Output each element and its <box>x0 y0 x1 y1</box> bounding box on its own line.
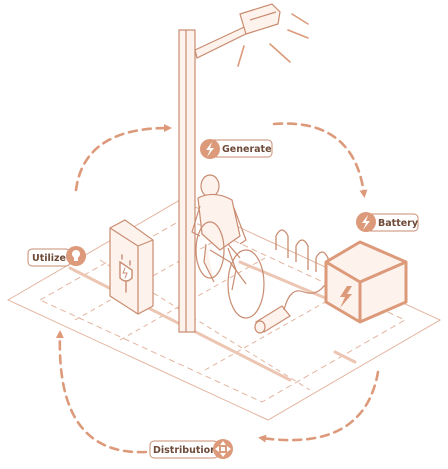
generate-label: Generate <box>200 139 273 159</box>
street-lamp <box>178 3 281 333</box>
distribution-label-text: Distribution <box>153 445 217 456</box>
distribution-label: Distribution <box>149 439 233 459</box>
light-bulb-icon <box>72 250 80 261</box>
battery-box <box>324 240 408 324</box>
arrow-to-lamp <box>74 124 172 192</box>
generator-roller <box>254 305 291 334</box>
battery-label-text: Battery <box>378 218 419 229</box>
light-rays <box>237 13 309 67</box>
bike-racks <box>275 229 329 280</box>
generate-label-text: Generate <box>222 144 272 155</box>
arrow-to-utilize <box>55 330 148 454</box>
cycle-arrows <box>55 122 380 454</box>
power-cable <box>283 275 331 311</box>
battery-bolt-icon <box>340 286 352 308</box>
cyclist-on-bike <box>191 174 265 319</box>
arrow-to-battery <box>272 122 368 198</box>
charging-kiosk <box>109 219 154 315</box>
plug-icon <box>119 254 133 293</box>
lightning-bolt-icon <box>362 215 370 230</box>
utilize-label-text: Utilize <box>32 253 66 264</box>
four-way-arrows-icon <box>215 441 231 457</box>
utilize-label: Utilize <box>27 246 86 267</box>
arrow-to-distribution <box>258 370 380 443</box>
battery-label: Battery <box>356 212 419 232</box>
lightning-bolt-icon <box>206 142 214 157</box>
